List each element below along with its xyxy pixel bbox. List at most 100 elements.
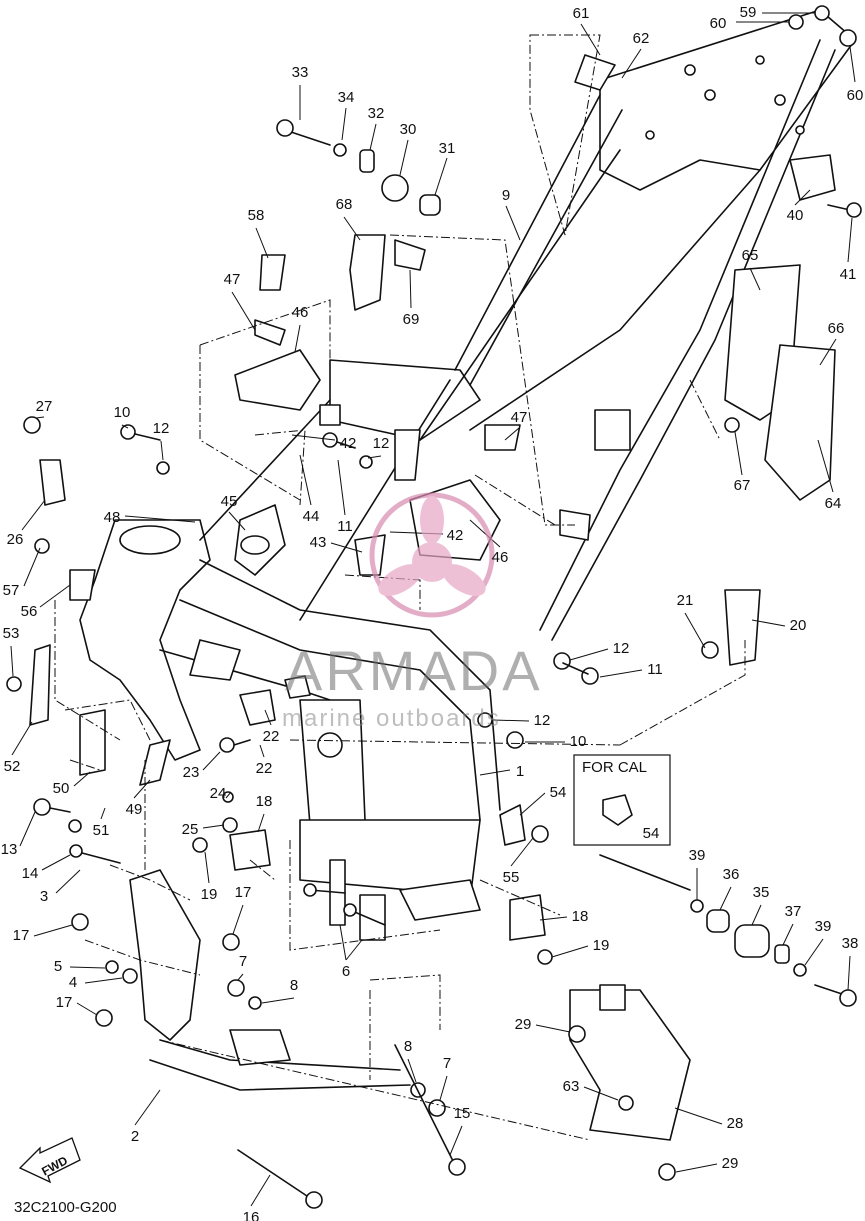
part-callout-69: 69 — [403, 311, 420, 328]
part-callout-26: 26 — [7, 531, 24, 548]
part-callout-45: 45 — [221, 493, 238, 510]
part-callout-6: 6 — [342, 963, 350, 980]
engine-bracket-assembly — [129, 829, 546, 1091]
for-cal-label: FOR CAL — [582, 759, 647, 776]
part-callout-46: 46 — [492, 549, 509, 566]
part-callout-19: 19 — [593, 937, 610, 954]
part-callout-44: 44 — [303, 508, 320, 525]
part-callout-60: 60 — [847, 87, 864, 104]
part-callout-23: 23 — [183, 764, 200, 781]
part-callout-54: 54 — [550, 784, 567, 801]
part-callout-49: 49 — [126, 801, 143, 818]
part-callout-28: 28 — [727, 1115, 744, 1132]
part-callout-7: 7 — [239, 953, 247, 970]
part-callout-8: 8 — [290, 977, 298, 994]
part-callout-12: 12 — [534, 712, 551, 729]
part-callout-34: 34 — [338, 89, 355, 106]
part-callout-40: 40 — [787, 207, 804, 224]
part-callout-58: 58 — [248, 207, 265, 224]
part-callout-59: 59 — [740, 4, 757, 21]
part-callout-21: 21 — [677, 592, 694, 609]
rear-seat-frame — [419, 9, 856, 641]
for-cal-inset: FOR CAL — [573, 754, 671, 846]
part-callout-30: 30 — [400, 121, 417, 138]
part-callout-18: 18 — [572, 908, 589, 925]
part-callout-31: 31 — [439, 140, 456, 157]
side-covers — [234, 54, 836, 666]
part-callout-13: 13 — [1, 841, 18, 858]
part-callout-20: 20 — [790, 617, 807, 634]
part-callout-22: 22 — [263, 728, 280, 745]
left-small-parts — [29, 459, 171, 786]
part-callout-32: 32 — [368, 105, 385, 122]
part-callout-18: 18 — [256, 793, 273, 810]
part-callout-39: 39 — [815, 918, 832, 935]
part-callout-4: 4 — [69, 974, 77, 991]
part-callout-10: 10 — [570, 733, 587, 750]
part-callout-42: 42 — [340, 435, 357, 452]
part-callout-56: 56 — [21, 603, 38, 620]
part-callout-38: 38 — [842, 935, 859, 952]
part-callout-47: 47 — [224, 271, 241, 288]
part-callout-60: 60 — [710, 15, 727, 32]
watermark-subtitle: marine outboards — [282, 705, 501, 732]
fwd-arrow: FWD — [18, 1137, 81, 1184]
armada-watermark: ARMADA marine outboards — [282, 492, 543, 732]
part-callout-47: 47 — [511, 409, 528, 426]
part-callout-66: 66 — [828, 320, 845, 337]
assembly-guides — [54, 34, 746, 1141]
part-callout-8: 8 — [404, 1038, 412, 1055]
part-callout-35: 35 — [753, 884, 770, 901]
part-callout-39: 39 — [689, 847, 706, 864]
part-callout-50: 50 — [53, 780, 70, 797]
part-callout-61: 61 — [573, 5, 590, 22]
part-callout-41: 41 — [840, 266, 857, 283]
part-callout-52: 52 — [4, 758, 21, 775]
part-callout-7: 7 — [443, 1055, 451, 1072]
part-callout-24: 24 — [210, 785, 227, 802]
propeller-logo-icon — [369, 492, 495, 618]
part-callout-51: 51 — [93, 822, 110, 839]
part-callout-22: 22 — [256, 760, 273, 777]
part-callout-5: 5 — [54, 958, 62, 975]
callout-numbers: 6162596060333432303194041656858694746662… — [1, 4, 864, 1221]
watermark-name: ARMADA — [285, 639, 543, 702]
part-callout-12: 12 — [613, 640, 630, 657]
part-callout-63: 63 — [563, 1078, 580, 1095]
part-callout-17: 17 — [56, 994, 73, 1011]
part-callout-36: 36 — [723, 866, 740, 883]
part-callout-67: 67 — [734, 477, 751, 494]
part-callout-14: 14 — [22, 865, 39, 882]
part-callout-62: 62 — [633, 30, 650, 47]
part-callout-11: 11 — [337, 518, 353, 535]
part-callout-2: 2 — [131, 1128, 139, 1145]
part-callout-1: 1 — [516, 763, 524, 780]
part-callout-17: 17 — [235, 884, 252, 901]
part-callout-68: 68 — [336, 196, 353, 213]
main-frame — [79, 359, 526, 921]
part-callout-55: 55 — [503, 869, 520, 886]
diagram-code: 32C2100-G200 — [14, 1199, 117, 1216]
part-callout-57: 57 — [3, 582, 20, 599]
part-callout-12: 12 — [373, 435, 390, 452]
part-callout-64: 64 — [825, 495, 842, 512]
part-callout-46: 46 — [292, 304, 309, 321]
part-callout-33: 33 — [292, 64, 309, 81]
part-callout-12: 12 — [153, 420, 170, 437]
part-callout-16: 16 — [243, 1209, 260, 1221]
part-callout-53: 53 — [3, 625, 20, 642]
part-callout-54: 54 — [643, 825, 660, 842]
part-callout-11: 11 — [647, 661, 663, 678]
part-callout-37: 37 — [785, 903, 802, 920]
part-callout-29: 29 — [722, 1155, 739, 1172]
part-callout-48: 48 — [104, 509, 121, 526]
part-callout-19: 19 — [201, 886, 218, 903]
leader-lines — [10, 12, 856, 1207]
part-callout-9: 9 — [502, 187, 510, 204]
part-callout-3: 3 — [40, 888, 48, 905]
part-callout-27: 27 — [36, 398, 53, 415]
part-callout-10: 10 — [114, 404, 131, 421]
part-callout-42: 42 — [447, 527, 464, 544]
part-callout-43: 43 — [310, 534, 327, 551]
